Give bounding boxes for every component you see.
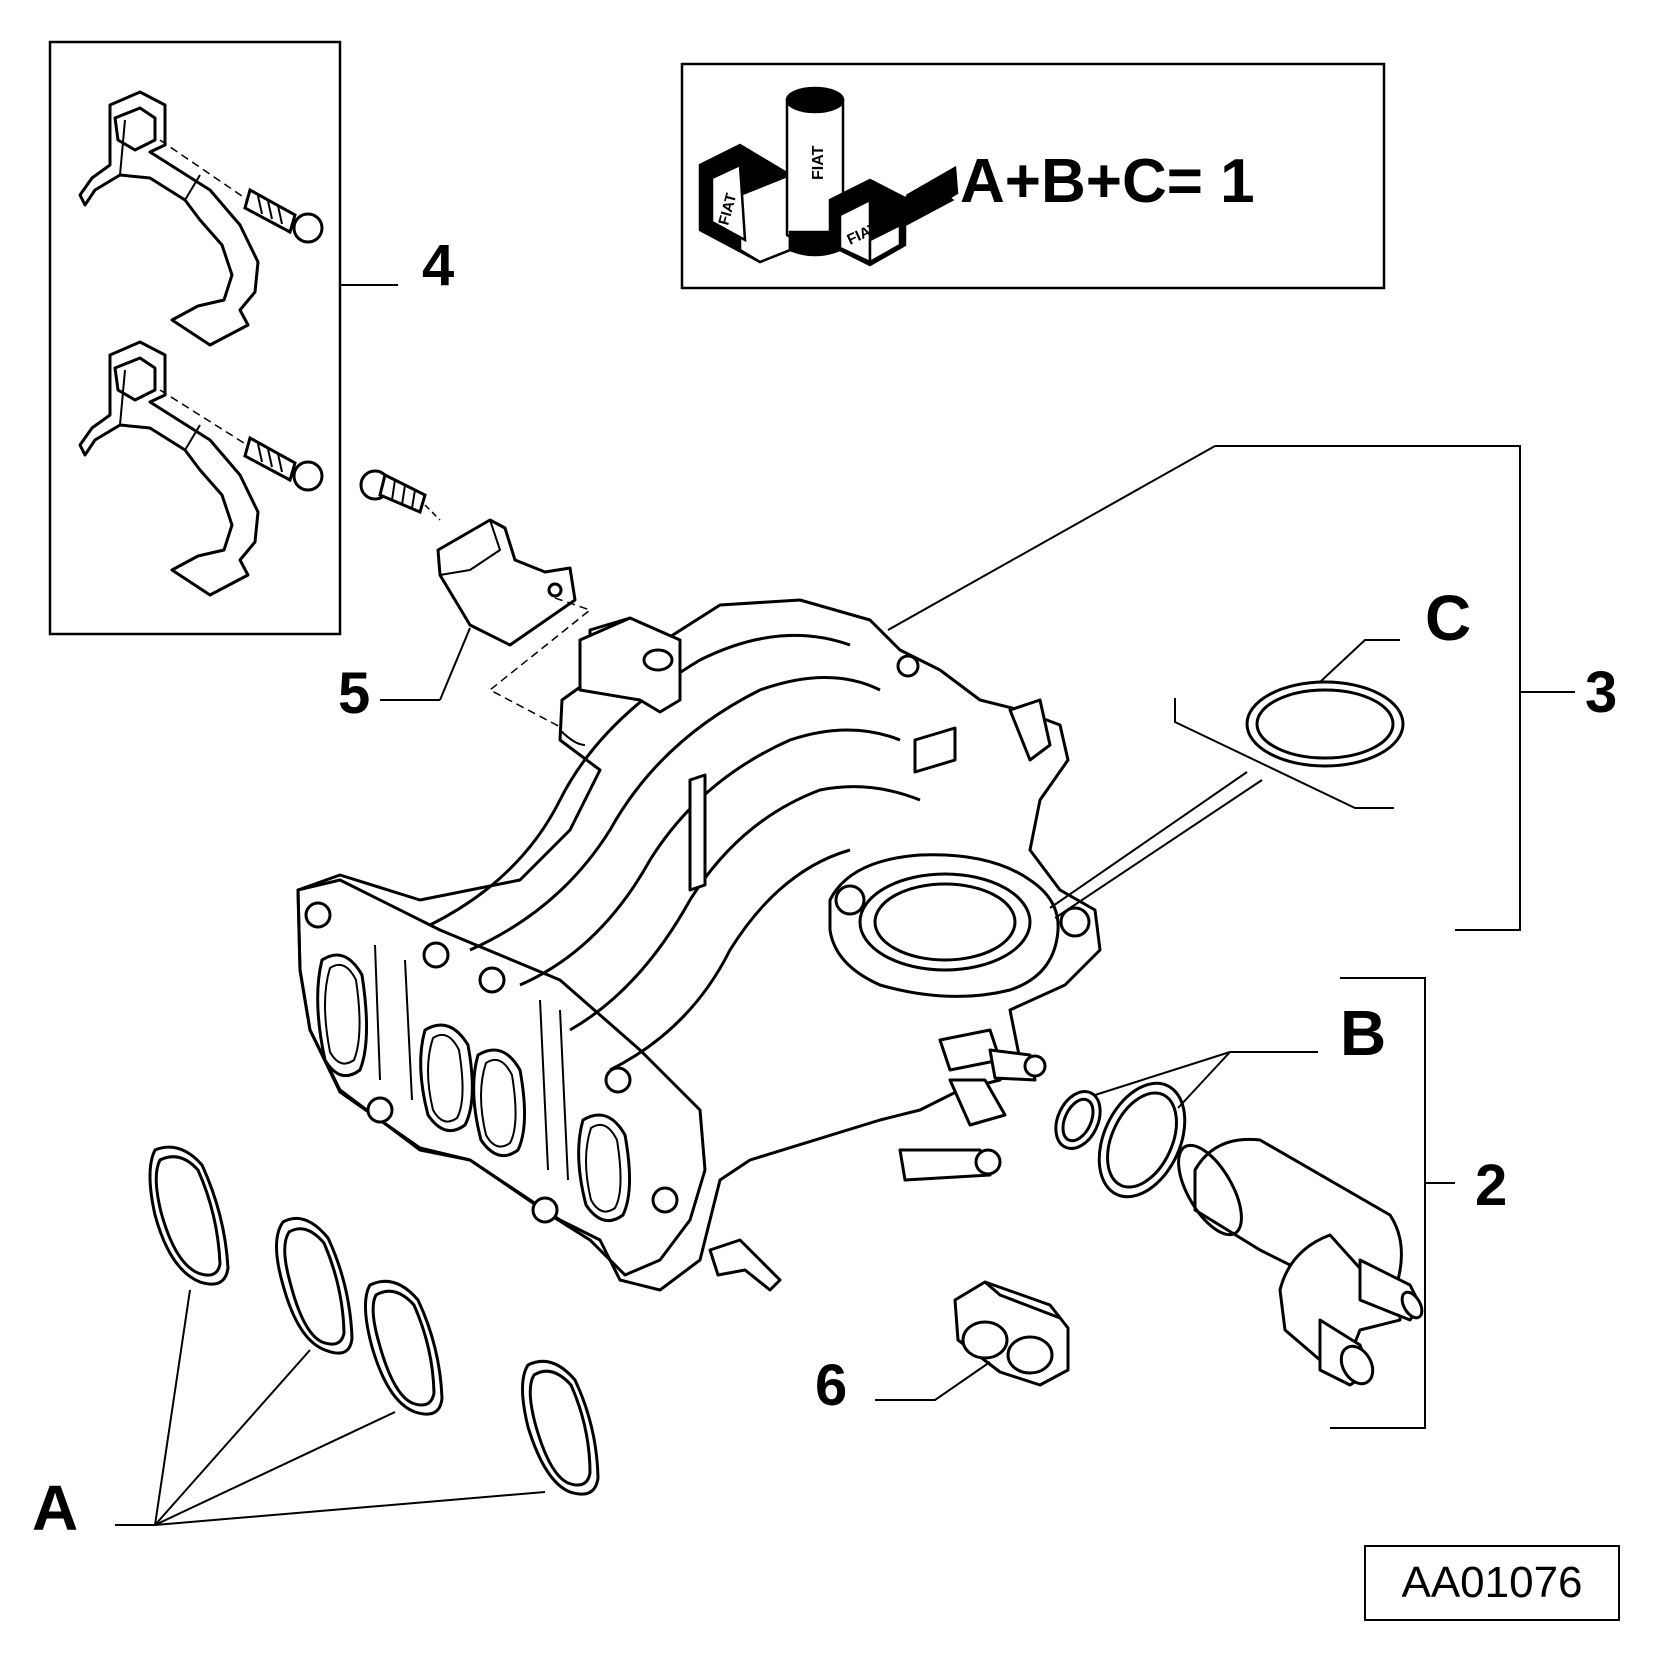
gasket-a-4: [521, 1359, 600, 1496]
callout-part-4: 4: [422, 233, 454, 298]
gasket-a-leaders: [115, 1289, 546, 1526]
ring-b-leaders: [1094, 1051, 1318, 1109]
callout-part-6: 6: [815, 1353, 847, 1418]
kit-formula: A+B+C= 1: [960, 147, 1255, 216]
bracket-lower: [78, 340, 260, 597]
callout-part-5: 5: [338, 661, 370, 726]
seal-ring-c: [1245, 680, 1405, 768]
reference-code: AA01076: [1401, 1558, 1583, 1607]
gasket-a-3: [363, 1279, 444, 1416]
o-ring-small: [1054, 1090, 1102, 1150]
sensor-bolt: [359, 469, 592, 741]
callout-letter-a: A: [32, 1472, 78, 1544]
screw-upper: [159, 139, 324, 244]
actuator-valve: [1177, 1137, 1424, 1387]
callout-part-2: 2: [1475, 1153, 1507, 1218]
callout-letter-c: C: [1425, 582, 1471, 654]
leader-part-5b: [439, 627, 471, 701]
assembly-2-bracket: [1330, 977, 1455, 1429]
callout-part-3: 3: [1585, 660, 1617, 725]
bracket-kit-frame: [48, 40, 398, 636]
seal-c-leaders: [1049, 639, 1400, 919]
leader-part-6: [875, 1361, 991, 1401]
sensor-bracket: [436, 518, 577, 647]
intake-manifold: [296, 598, 1102, 1292]
o-ring-large: [1097, 1081, 1187, 1199]
assembly-3-bracket: [887, 445, 1575, 931]
callout-letter-b: B: [1340, 997, 1386, 1069]
kit-formula-box: [680, 62, 1386, 290]
bracket-upper: [78, 90, 260, 347]
reference-code-box: AA01076: [1364, 1545, 1620, 1621]
gasket-a-2: [275, 1217, 354, 1355]
spare-parts-kit-icon: [698, 86, 959, 267]
connector-clip: [953, 1280, 1070, 1387]
gasket-a-1: [148, 1145, 230, 1286]
brand-mark-2: FIAT: [810, 145, 827, 180]
screw-lower: [159, 389, 324, 492]
